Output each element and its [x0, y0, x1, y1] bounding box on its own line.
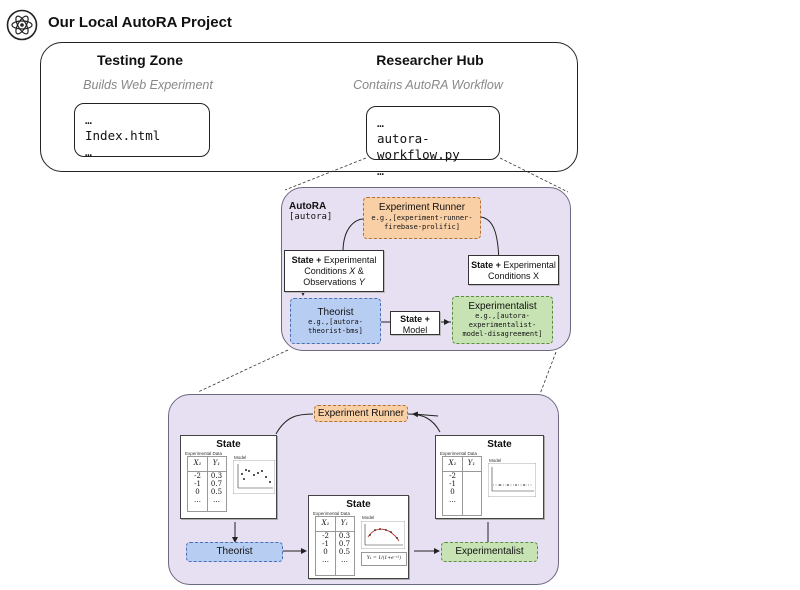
workflow-file-box: … autora-workflow.py …: [366, 106, 500, 178]
testing-zone-subtitle: Builds Web Experiment: [83, 78, 213, 92]
note-state-conditions-observations: State + Experimental Conditions X & Obse…: [284, 250, 384, 292]
scatter-plot-icon: [233, 460, 275, 494]
model-label: Model: [362, 515, 375, 520]
researcher-hub-title: Researcher Hub: [376, 52, 484, 68]
experiment-runner-label: Experiment Runner: [378, 202, 466, 213]
experimentalist-example: e.g.,[autora-experimentalist-model-disag…: [462, 312, 543, 338]
cycle-theorist: Theorist: [186, 542, 283, 562]
cycle-flow-arrows: [232, 411, 489, 554]
experiment-runner-example: e.g.,[experiment-runner-firebase-prolifi…: [371, 214, 473, 231]
note-state-model: State +Model: [390, 311, 440, 335]
theorist-label: Theorist: [317, 307, 354, 318]
autora-package: [autora]: [289, 212, 333, 222]
index-file-box: … Index.html …: [74, 103, 210, 159]
file-ellipsis: …: [85, 113, 92, 127]
experimental-data-label: Experimental Data: [185, 451, 223, 456]
state-title: State: [346, 499, 371, 510]
file-ellipsis: …: [85, 145, 92, 159]
cycle-experimentalist: Experimentalist: [441, 542, 538, 562]
experimentalist-node: Experimentalist e.g.,[autora-experimenta…: [452, 296, 553, 344]
file-ellipsis: …: [377, 116, 384, 130]
model-equation: Y₁ = 1/(1+e⁻ˣ¹): [361, 552, 407, 566]
model-label: Model: [489, 458, 502, 463]
testing-zone-title: Testing Zone: [96, 52, 184, 68]
atom-icon: [6, 9, 38, 41]
state-title: State: [487, 439, 512, 450]
model-label: Model: [234, 455, 247, 460]
page-title: Our Local AutoRA Project: [48, 14, 232, 31]
flat-plot-icon: [488, 463, 536, 497]
experimental-data-label: Experimental Data: [440, 451, 478, 456]
theorist-example: e.g.,[autora-theorist-bms]: [308, 318, 363, 335]
fitted-curve-plot-icon: [361, 521, 405, 549]
experimentalist-label: Experimentalist: [468, 301, 537, 312]
workflow-py-filename: autora-workflow.py: [377, 131, 460, 162]
index-html-filename: Index.html: [85, 128, 161, 143]
state-title: State: [216, 439, 241, 450]
file-ellipsis: …: [377, 164, 384, 178]
theorist-node: Theorist e.g.,[autora-theorist-bms]: [290, 298, 381, 344]
autora-title: AutoRA: [289, 201, 327, 212]
experimental-data-label: Experimental Data: [313, 511, 351, 516]
note-state-conditions: State + Experimental Conditions X: [468, 255, 559, 285]
experiment-runner-node: Experiment Runner e.g.,[experiment-runne…: [363, 197, 481, 239]
cycle-experiment-runner: Experiment Runner: [314, 405, 408, 422]
researcher-hub-subtitle: Contains AutoRA Workflow: [353, 78, 503, 92]
